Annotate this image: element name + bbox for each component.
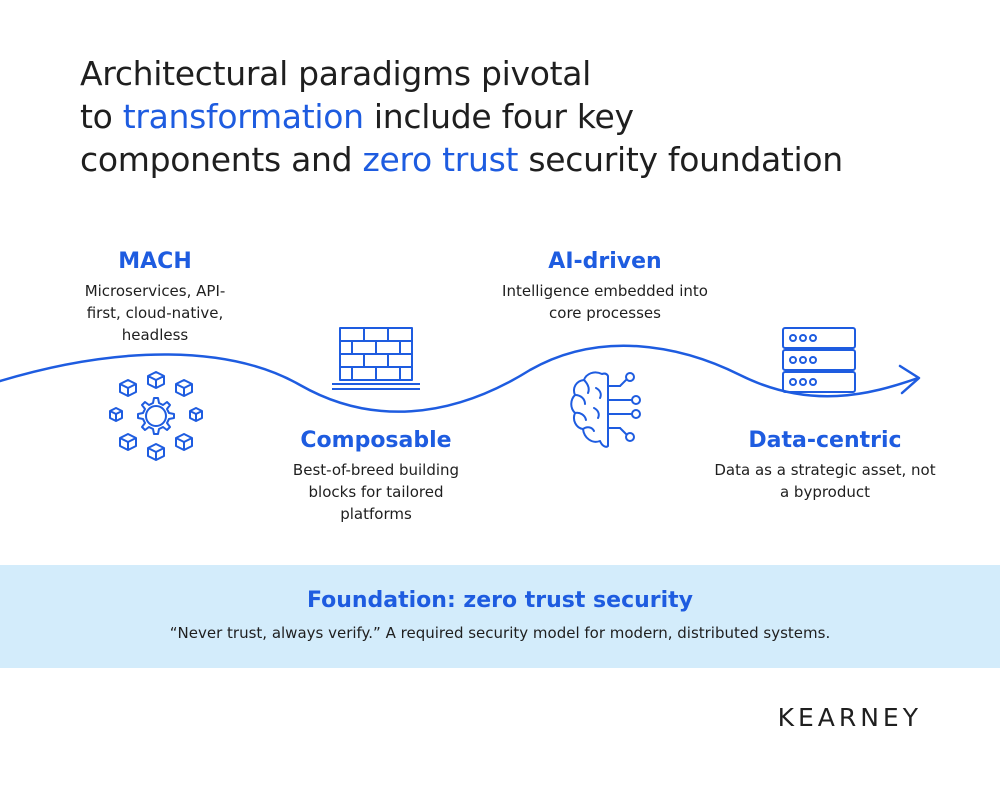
title-text: to [80, 97, 123, 136]
gear-icon [137, 397, 175, 435]
component-title: Data-centric [748, 428, 902, 453]
title-line-1: Architectural paradigms pivotal [80, 54, 592, 93]
title-highlight-transformation: transformation [122, 97, 364, 136]
component-description: Microservices, API-first, cloud-native, … [84, 282, 226, 344]
brain-circuit-icon [570, 371, 641, 448]
title-text: security foundation [518, 140, 843, 179]
kearney-logo: KEARNEY [777, 703, 922, 732]
component-title: Composable [300, 428, 452, 453]
cube-icons [109, 371, 203, 461]
component-mach: MACH Microservices, API-first, cloud-nat… [70, 248, 240, 346]
component-description: Data as a strategic asset, not a byprodu… [714, 461, 936, 501]
component-description: Best-of-breed building blocks for tailor… [292, 461, 460, 523]
component-title: MACH [118, 249, 192, 274]
gear-with-cubes-icon [109, 371, 203, 461]
page-title: Architectural paradigms pivotal to trans… [80, 52, 960, 181]
component-title: AI-driven [548, 249, 662, 274]
title-line-2: to transformation include four key [80, 95, 960, 138]
arrowhead-icon [898, 364, 921, 395]
foundation-title: Foundation: zero trust security [306, 588, 694, 613]
brick-wall-icon [332, 327, 420, 390]
title-text: components and [80, 140, 363, 179]
component-data-centric: Data-centric Data as a strategic asset, … [710, 427, 940, 503]
server-stack-icon [782, 327, 856, 393]
foundation-description: “Never trust, always verify.” A required… [169, 624, 831, 642]
component-ai-driven: AI-driven Intelligence embedded into cor… [500, 248, 710, 324]
component-composable: Composable Best-of-breed building blocks… [276, 427, 476, 525]
foundation-band: Foundation: zero trust security “Never t… [0, 565, 1000, 668]
title-line-3: components and zero trust security found… [80, 138, 960, 181]
title-text: include four key [363, 97, 634, 136]
component-description: Intelligence embedded into core processe… [502, 282, 708, 322]
title-highlight-zero-trust: zero trust [362, 140, 519, 179]
